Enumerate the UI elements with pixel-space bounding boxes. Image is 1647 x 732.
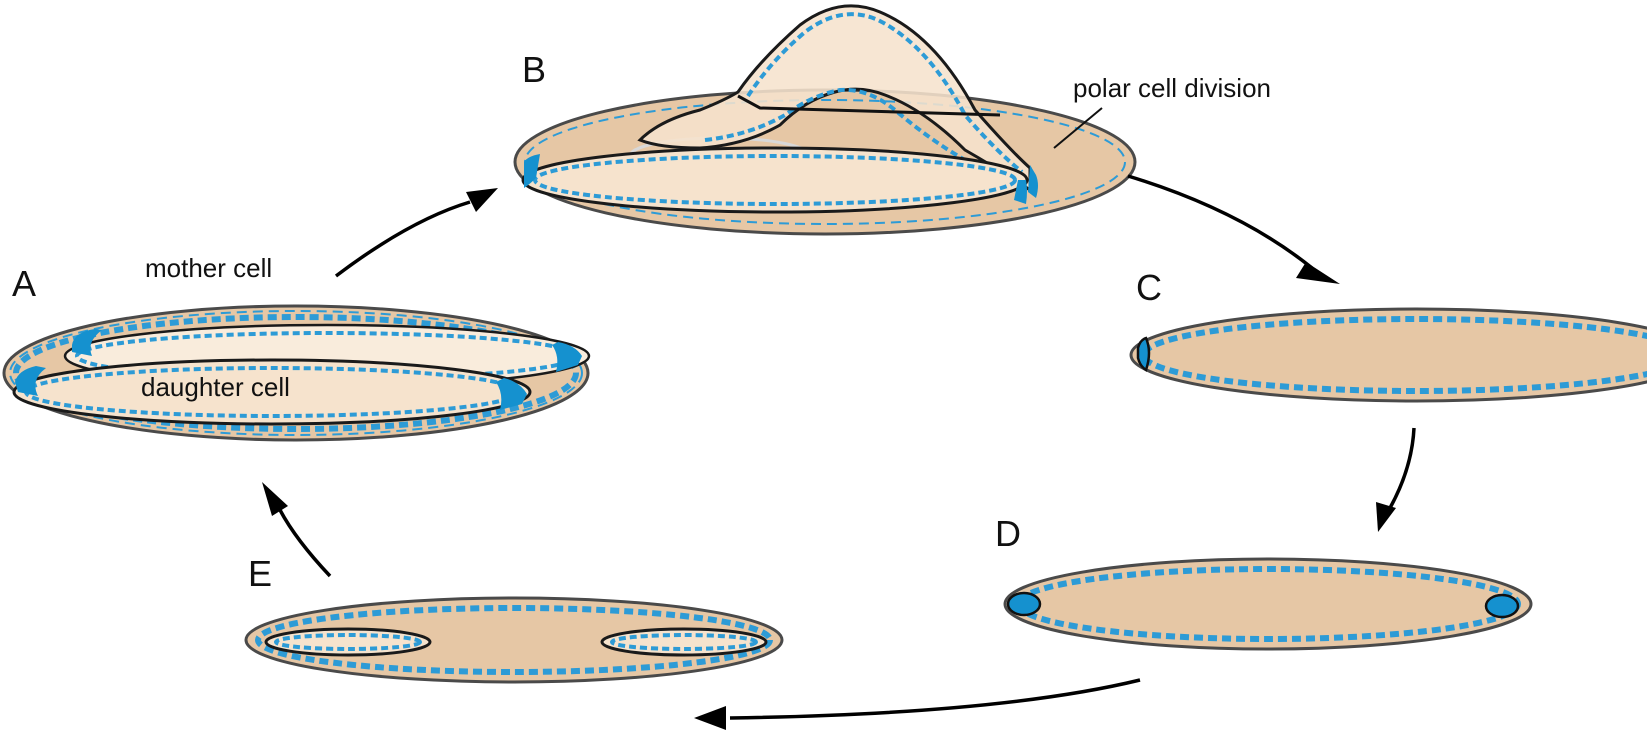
stage-d-cell <box>1003 557 1533 651</box>
stage-a-letter: A <box>12 263 36 304</box>
stage-e-letter: E <box>248 553 272 594</box>
polar-cell-division-label: polar cell division <box>1073 73 1271 103</box>
new-daughter-left <box>264 627 432 657</box>
stage-d-letter: D <box>995 513 1021 554</box>
arrow-b-to-c <box>1127 174 1340 284</box>
flat-daughter-cell <box>521 146 1029 214</box>
mother-cell-label: mother cell <box>145 253 272 283</box>
arrow-d-to-e <box>694 678 1141 730</box>
arrow-a-to-b <box>334 188 498 278</box>
stage-c-letter: C <box>1136 267 1162 308</box>
polar-body-right <box>1484 593 1520 619</box>
stage-e-cell <box>244 596 784 684</box>
stage-c-cell <box>1129 307 1647 403</box>
arrow-c-to-d <box>1376 427 1416 532</box>
stage-b-letter: B <box>522 49 546 90</box>
stage-b-cell <box>513 4 1137 236</box>
daughter-cell-shape <box>12 358 532 426</box>
lifted-daughter-cell <box>637 4 1038 198</box>
polar-body-left <box>1006 591 1042 617</box>
stage-a-cell <box>2 304 591 442</box>
daughter-cell-label: daughter cell <box>141 372 290 402</box>
new-daughter-right <box>600 627 768 657</box>
arrow-e-to-a <box>262 482 332 578</box>
polar-division-pointer <box>1053 107 1103 149</box>
